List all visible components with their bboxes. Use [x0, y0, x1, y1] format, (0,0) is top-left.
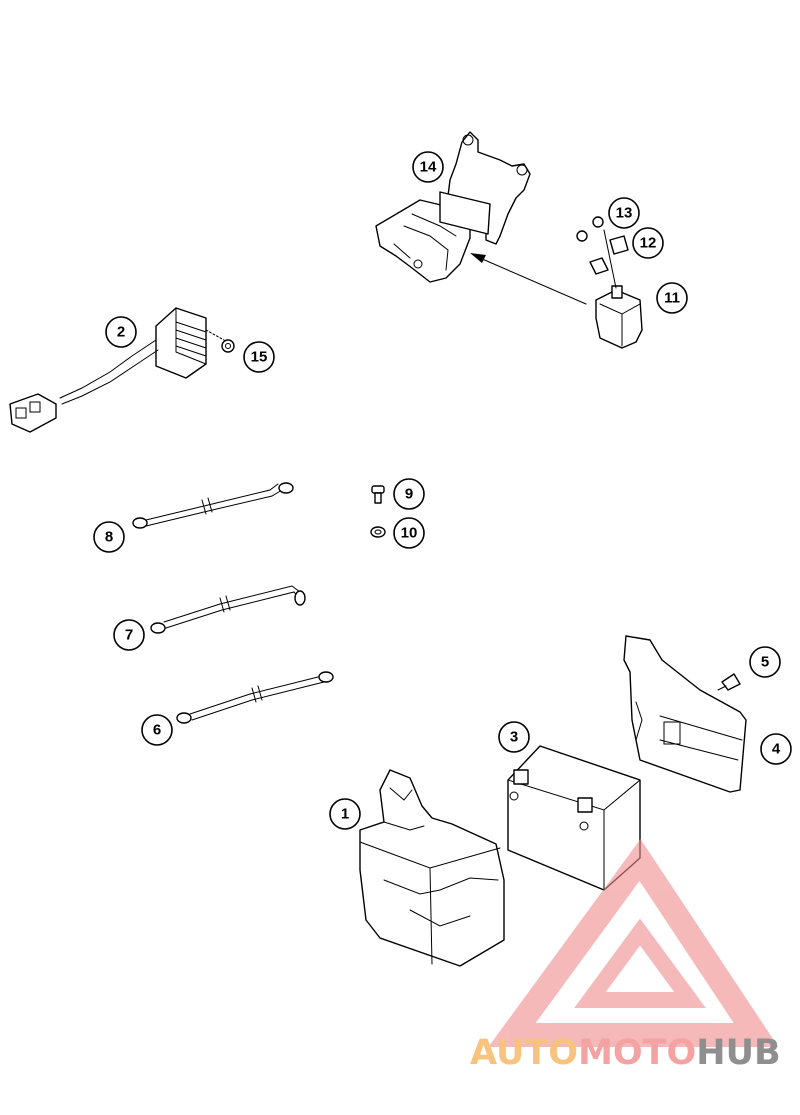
callout-5-label: 5	[761, 654, 769, 671]
callout-6: 6	[141, 714, 173, 746]
assembly-arrow	[470, 253, 587, 305]
callout-12: 12	[632, 227, 664, 259]
callout-14-label: 14	[420, 159, 437, 176]
svg-text:AUTOMOTOHUB: AUTOMOTOHUB	[470, 1033, 781, 1073]
part-13-screws	[576, 216, 604, 242]
part-15-screw	[221, 339, 235, 353]
callout-3: 3	[498, 721, 530, 753]
part-12-fuses	[589, 235, 629, 275]
callout-15: 15	[243, 341, 275, 373]
callout-1: 1	[329, 798, 361, 830]
callout-15-label: 15	[251, 349, 268, 366]
part-5-screw	[717, 673, 741, 691]
callout-10-label: 10	[401, 525, 418, 542]
watermark-moto: MOTO	[578, 1033, 696, 1073]
part-1-battery-box	[359, 769, 505, 967]
part-4-battery-cover	[623, 635, 747, 793]
callout-14: 14	[412, 151, 444, 183]
callout-11-label: 11	[664, 290, 680, 307]
callout-1-label: 1	[341, 806, 349, 823]
callout-11: 11	[656, 282, 688, 314]
part-6-cable	[176, 671, 334, 724]
callout-3-label: 3	[510, 729, 518, 746]
part-2-regulator	[9, 307, 225, 433]
callout-12-label: 12	[640, 235, 657, 252]
callout-7: 7	[113, 619, 145, 651]
callout-10: 10	[393, 517, 425, 549]
callout-2-label: 2	[117, 324, 125, 341]
watermark-auto: AUTO	[470, 1033, 578, 1073]
part-11-starter-relay	[595, 229, 643, 349]
part-7-cable	[150, 585, 306, 634]
watermark-text: AUTOMOTOHUB	[470, 1033, 781, 1073]
callout-9-label: 9	[405, 486, 413, 503]
watermark-hub: HUB	[696, 1033, 780, 1073]
part-8-cable	[132, 482, 294, 529]
callout-7-label: 7	[125, 627, 133, 644]
part-10-nut	[370, 526, 386, 538]
callout-5: 5	[749, 646, 781, 678]
callout-13-label: 13	[616, 205, 633, 222]
callout-2: 2	[105, 316, 137, 348]
part-9-bolt	[371, 485, 385, 504]
watermark-logo	[488, 839, 779, 1047]
callout-9: 9	[393, 478, 425, 510]
callout-13: 13	[608, 197, 640, 229]
part-3-battery	[507, 745, 641, 891]
callout-8: 8	[93, 521, 125, 553]
callout-4: 4	[760, 733, 792, 765]
part-14-holder	[375, 131, 531, 283]
callout-4-label: 4	[772, 741, 781, 758]
callout-8-label: 8	[105, 529, 113, 546]
callout-6-label: 6	[153, 722, 161, 739]
